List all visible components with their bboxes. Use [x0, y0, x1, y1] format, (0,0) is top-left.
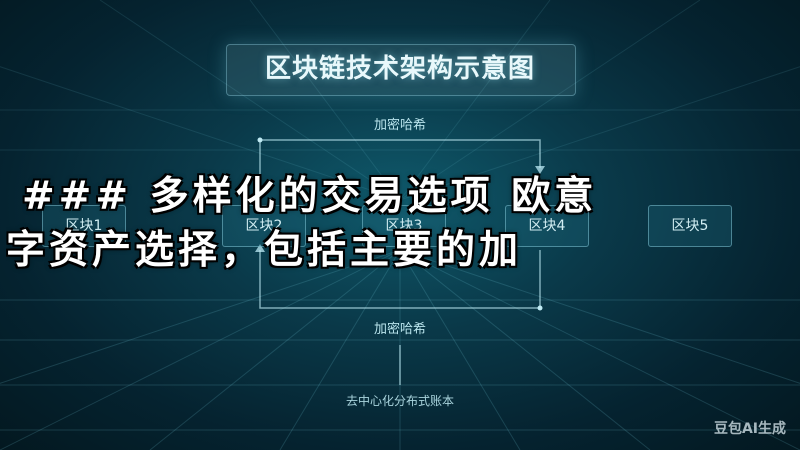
- encryption-hash-label-top: 加密哈希: [373, 118, 426, 133]
- encryption-hash-label-bottom: 加密哈希: [373, 322, 426, 337]
- block-5: 区块5: [648, 205, 732, 247]
- block-2: 区块2: [222, 205, 306, 247]
- block-1: 区块1: [42, 205, 126, 247]
- diagram-title: 区块链技术架构示意图: [264, 54, 535, 84]
- block-3: 区块3: [362, 205, 446, 247]
- watermark: 豆包AI生成: [713, 421, 786, 437]
- ledger-label: 去中心化分布式账本: [345, 394, 454, 408]
- overlay-text-line-2: 字资产选择，包括主要的加: [6, 227, 523, 273]
- block-4: 区块4: [505, 205, 589, 247]
- title-panel: [226, 44, 576, 96]
- overlay-text-line-1: ### 多样化的交易选项 欧意: [22, 173, 598, 219]
